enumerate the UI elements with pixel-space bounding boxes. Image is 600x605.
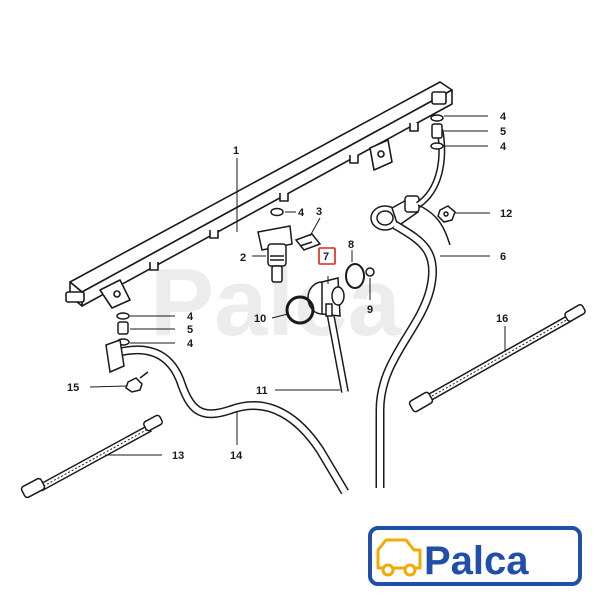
pressure-regulator	[370, 195, 420, 231]
regulator-body	[307, 277, 345, 317]
callout-7: 7	[323, 251, 329, 263]
callout-4-right-bottom: 4	[500, 141, 507, 153]
flex-line-16	[408, 304, 586, 413]
callout-2: 2	[240, 252, 246, 264]
callout-4-injector: 4	[298, 207, 305, 219]
palca-logo: Palca	[368, 526, 582, 586]
seal-stack-left	[105, 312, 130, 374]
callout-8: 8	[348, 239, 354, 251]
fuel-rail	[65, 81, 453, 309]
clip	[294, 233, 322, 251]
flex-line-13	[20, 414, 163, 499]
callout-7-highlight: 7	[318, 247, 336, 265]
seal-stack-right	[430, 114, 444, 150]
seal-9	[365, 267, 375, 277]
bolt-15	[125, 371, 149, 393]
palca-logo-text: Palca	[424, 539, 529, 583]
callout-4-left-top: 4	[187, 311, 194, 323]
callout-16: 16	[496, 313, 508, 325]
callout-10: 10	[254, 313, 266, 325]
callout-11: 11	[256, 385, 268, 397]
callout-14: 14	[230, 450, 243, 462]
callout-4-right-top: 4	[500, 111, 507, 123]
callout-5-left: 5	[187, 324, 193, 336]
injector	[257, 225, 293, 283]
callout-12: 12	[500, 208, 512, 220]
callout-13: 13	[172, 450, 184, 462]
callout-9: 9	[367, 304, 373, 316]
o-ring-injector	[270, 207, 284, 217]
o-ring-8	[345, 263, 365, 289]
car-icon	[376, 538, 422, 577]
callout-4-left-bottom: 4	[187, 338, 194, 350]
callout-15: 15	[67, 382, 79, 394]
callout-3: 3	[316, 206, 322, 218]
bolt-12	[437, 205, 456, 223]
callout-6: 6	[500, 251, 506, 263]
callout-5-right: 5	[500, 126, 506, 138]
seal-ring-10	[285, 295, 315, 325]
callout-1: 1	[233, 145, 239, 157]
leader-lines	[89, 115, 506, 456]
